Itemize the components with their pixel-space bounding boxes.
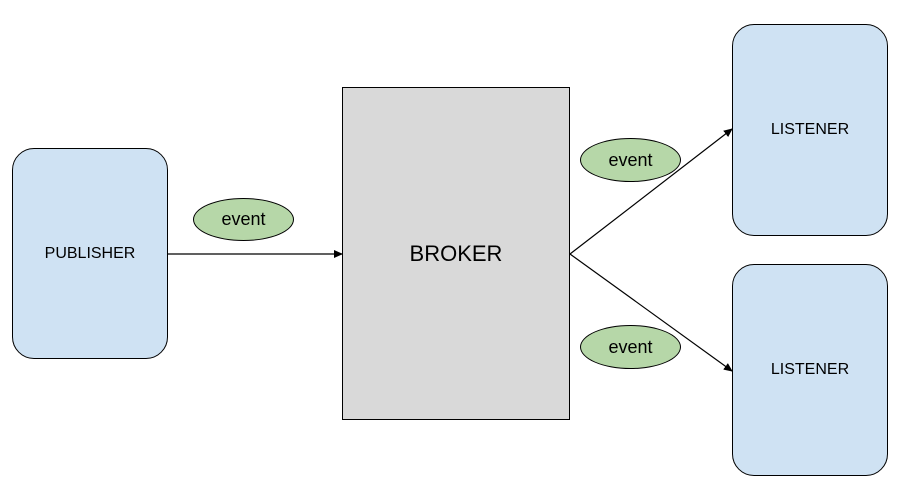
arrow-broker-to-listener-top bbox=[569, 128, 733, 255]
listener-top-label: LISTENER bbox=[770, 121, 850, 138]
publisher-label: PUBLISHER bbox=[44, 244, 136, 262]
listener-bottom-label: LISTENER bbox=[770, 361, 850, 378]
event-label: event bbox=[608, 149, 653, 170]
event-bubble-publisher-to-broker: event bbox=[193, 198, 294, 241]
event-bubble-broker-to-listener-bottom: event bbox=[580, 325, 681, 369]
event-label: event bbox=[221, 209, 266, 229]
arrow-broker-to-listener-bottom bbox=[569, 253, 733, 372]
broker-node: BROKER bbox=[342, 87, 570, 420]
listener-node-bottom: LISTENER bbox=[732, 264, 888, 476]
publisher-node: PUBLISHER bbox=[12, 148, 168, 359]
event-bubble-broker-to-listener-top: event bbox=[580, 138, 681, 182]
event-label: event bbox=[608, 336, 653, 357]
listener-node-top: LISTENER bbox=[732, 24, 888, 236]
broker-label: BROKER bbox=[409, 240, 503, 266]
